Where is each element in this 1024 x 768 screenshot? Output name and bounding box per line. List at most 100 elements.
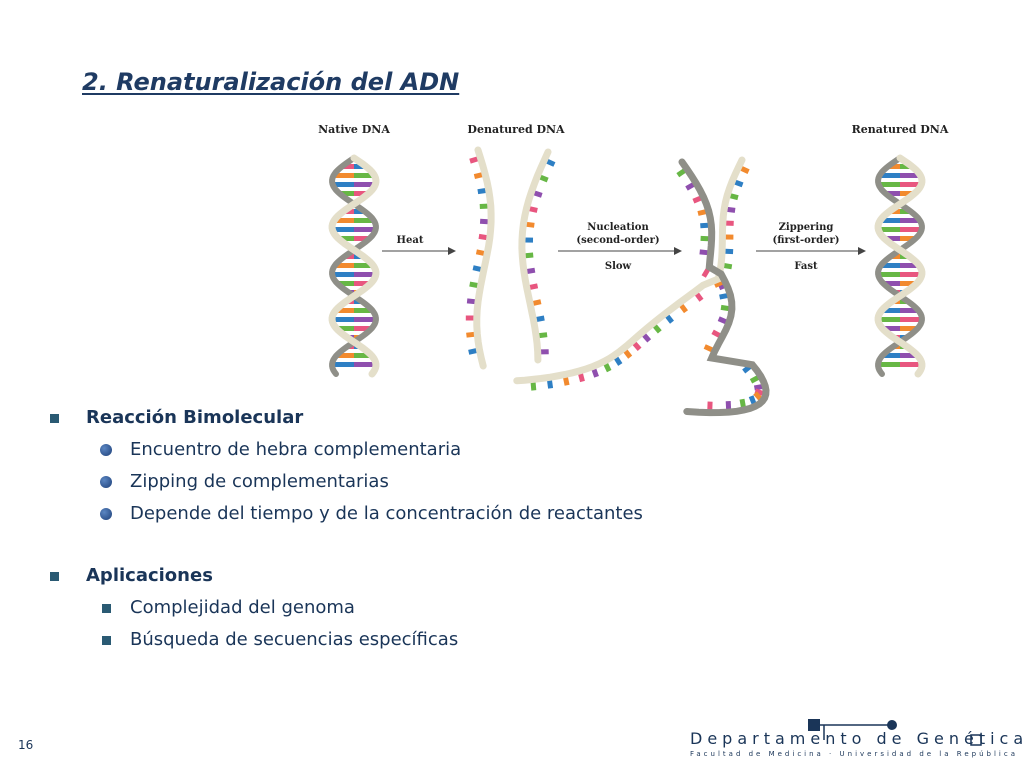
arrow-zippering-label: Zippering [779,222,834,233]
base-tick [749,375,760,384]
bullet-item: Complejidad del genoma [48,592,808,624]
base-tick [578,373,585,383]
base-tick [753,384,763,391]
base-tick [479,218,489,225]
base-tick [754,388,764,396]
base-tick [623,349,633,359]
base-pair-segment [900,263,919,268]
base-pair-segment [332,362,354,367]
base-pair-segment [881,263,900,268]
arrow-nucleation-label: Nucleation [587,222,649,233]
square-bullet-icon [50,572,59,581]
bullet-item-text: Zipping de complementarias [130,471,389,492]
base-tick [701,268,710,278]
nucleation-intermediate [513,156,770,417]
bullet-heading-reaction: Reacción Bimolecular [48,402,808,434]
base-pair-segment [354,362,376,367]
base-pair-segment [342,164,354,169]
label-native-dna: Native DNA [318,123,390,136]
base-pair-segment [354,191,369,196]
bullet-heading-text: Aplicaciones [86,565,213,586]
base-tick [652,324,662,334]
base-pair-segment [354,173,375,178]
base-pair-segment [354,326,372,331]
base-tick [692,195,702,204]
base-pair-segment [354,353,372,358]
base-pair-segment [882,326,900,331]
base-pair-segment [900,227,922,232]
round-bullet-icon [100,476,112,488]
square-bullet-icon [102,636,111,645]
base-tick [468,348,478,355]
base-pair-segment [888,164,900,169]
bullet-item-text: Depende del tiempo y de la concentración… [130,503,643,524]
base-tick [528,206,538,213]
base-pair-segment [880,218,900,223]
base-tick [530,382,537,391]
label-renatured-dna: Renatured DNA [852,123,949,136]
square-bullet-icon [102,604,111,613]
native-dna-helix [328,154,380,378]
bullet-item-text: Complejidad del genoma [130,597,355,618]
base-tick [665,314,674,324]
base-pair-segment [879,173,900,178]
arrow-zippering: Zippering (first-order) Fast [756,222,866,272]
dna-renaturation-diagram: Native DNA Denatured DNA Renatured DNA H… [318,123,949,417]
square-bullet-icon [50,414,59,423]
base-tick [603,362,612,373]
base-tick [525,252,534,259]
bullet-item-text: Encuentro de hebra complementaria [130,439,462,460]
base-tick [538,332,548,339]
base-pair-segment [882,353,900,358]
page-number: 16 [18,738,34,752]
base-tick [591,368,599,378]
base-pair-segment [354,281,372,286]
base-pair-segment [354,209,365,214]
bullet-item: Búsqueda de secuencias específicas [48,624,808,656]
base-pair-segment [900,209,911,214]
base-tick [563,376,570,386]
base-tick [740,166,750,174]
arrow-heat: Heat [382,235,456,255]
base-pair-segment [333,173,354,178]
base-pair-segment [900,182,922,187]
arrow-nucleation: Nucleation (second-order) Slow [558,222,682,272]
base-pair-segment [337,236,354,241]
base-pair-segment [354,263,373,268]
base-tick [466,298,476,305]
base-tick [723,263,733,270]
base-tick [748,395,757,405]
base-tick [533,190,543,198]
base-tick [469,281,479,288]
base-pair-segment [336,353,354,358]
arrow-nucleation-speed: Slow [605,261,632,272]
base-pair-segment [900,362,922,367]
base-pair-segment [354,182,376,187]
base-pair-segment [900,218,920,223]
base-tick [469,156,479,164]
denatured-dna-strands [465,146,556,370]
base-tick [739,398,746,408]
base-tick [532,299,542,306]
base-pair-segment [336,281,354,286]
base-tick [472,265,482,272]
renatured-dna-helix [874,154,926,378]
base-tick [613,356,623,366]
arrow-nucleation-order: (second-order) [576,235,659,246]
bullet-item: Zipping de complementarias [48,466,808,498]
base-pair-segment [883,236,900,241]
base-tick [697,209,707,216]
base-tick [642,333,652,343]
bullet-spacer [48,530,808,560]
base-pair-segment [878,227,900,232]
base-tick [734,179,744,188]
base-pair-segment [900,272,922,277]
bullet-item: Depende del tiempo y de la concentración… [48,498,808,530]
base-tick [729,193,739,201]
base-pair-segment [878,362,900,367]
bullet-list: Reacción Bimolecular Encuentro de hebra … [48,402,808,656]
base-tick [529,283,539,290]
base-tick [703,344,714,353]
base-tick [700,222,709,229]
base-tick [753,391,763,401]
